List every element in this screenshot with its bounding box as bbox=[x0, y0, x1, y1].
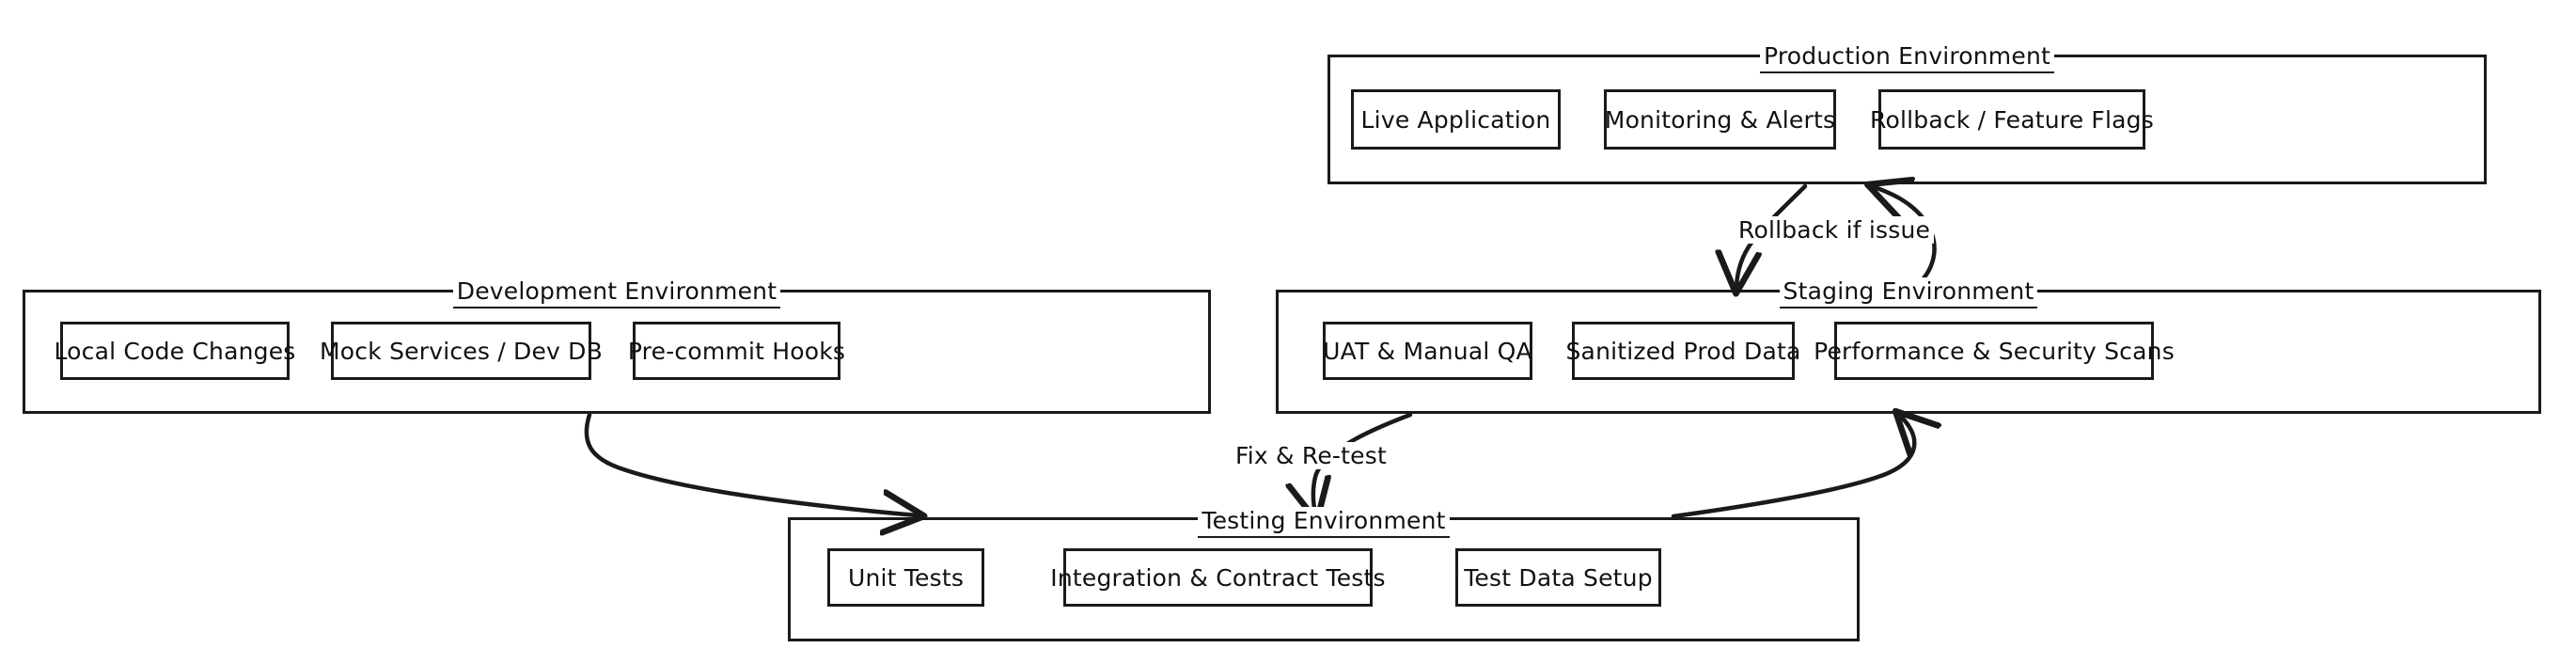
node-label: Pre-commit Hooks bbox=[627, 337, 846, 365]
cluster-development: Development Environment bbox=[23, 277, 1211, 414]
cluster-testing: Testing Environment bbox=[788, 507, 1860, 641]
node-label: Unit Tests bbox=[847, 563, 965, 592]
node-pre-commit-hooks[interactable]: Pre-commit Hooks bbox=[628, 322, 845, 380]
cluster-label-production: Production Environment bbox=[1330, 42, 2484, 73]
node-uat-manual-qa[interactable]: UAT & Manual QA bbox=[1323, 322, 1532, 380]
cluster-production: Production Environment bbox=[1327, 42, 2487, 184]
node-local-code-changes[interactable]: Local Code Changes bbox=[54, 322, 295, 380]
node-label: Rollback / Feature Flags bbox=[1870, 105, 2154, 134]
node-integration-contract-tests[interactable]: Integration & Contract Tests bbox=[1050, 548, 1386, 607]
node-sanitized-prod-data[interactable]: Sanitized Prod Data bbox=[1565, 322, 1800, 380]
node-label: Monitoring & Alerts bbox=[1604, 105, 1836, 134]
node-label: Performance & Security Scans bbox=[1814, 337, 2175, 365]
node-mock-services-dev-db[interactable]: Mock Services / Dev DB bbox=[320, 322, 603, 380]
edge-dev-to-testing bbox=[584, 412, 917, 515]
node-performance-security-scans[interactable]: Performance & Security Scans bbox=[1814, 322, 2175, 380]
cluster-staging: Staging Environment bbox=[1276, 277, 2541, 414]
node-label: Live Application bbox=[1360, 105, 1551, 134]
node-label: Sanitized Prod Data bbox=[1565, 337, 1801, 365]
node-label: UAT & Manual QA bbox=[1323, 337, 1532, 365]
node-unit-tests[interactable]: Unit Tests bbox=[827, 548, 984, 607]
node-test-data-setup[interactable]: Test Data Setup bbox=[1455, 548, 1661, 607]
node-rollback-feature-flags[interactable]: Rollback / Feature Flags bbox=[1870, 89, 2154, 150]
node-label: Mock Services / Dev DB bbox=[320, 337, 603, 365]
cluster-label-staging: Staging Environment bbox=[1279, 277, 2538, 308]
edge-label-rollback-if-issue: Rollback if issue bbox=[1735, 216, 1935, 244]
edge-testing-to-staging bbox=[1671, 417, 1914, 519]
node-live-application[interactable]: Live Application bbox=[1351, 89, 1561, 150]
cluster-label-testing: Testing Environment bbox=[791, 507, 1857, 538]
edge-label-fix-and-re-test: Fix & Re-test bbox=[1232, 442, 1390, 469]
node-label: Test Data Setup bbox=[1464, 563, 1653, 592]
node-monitoring-alerts[interactable]: Monitoring & Alerts bbox=[1604, 89, 1836, 150]
node-label: Local Code Changes bbox=[54, 337, 296, 365]
node-label: Integration & Contract Tests bbox=[1050, 563, 1386, 592]
cluster-label-development: Development Environment bbox=[25, 277, 1208, 308]
